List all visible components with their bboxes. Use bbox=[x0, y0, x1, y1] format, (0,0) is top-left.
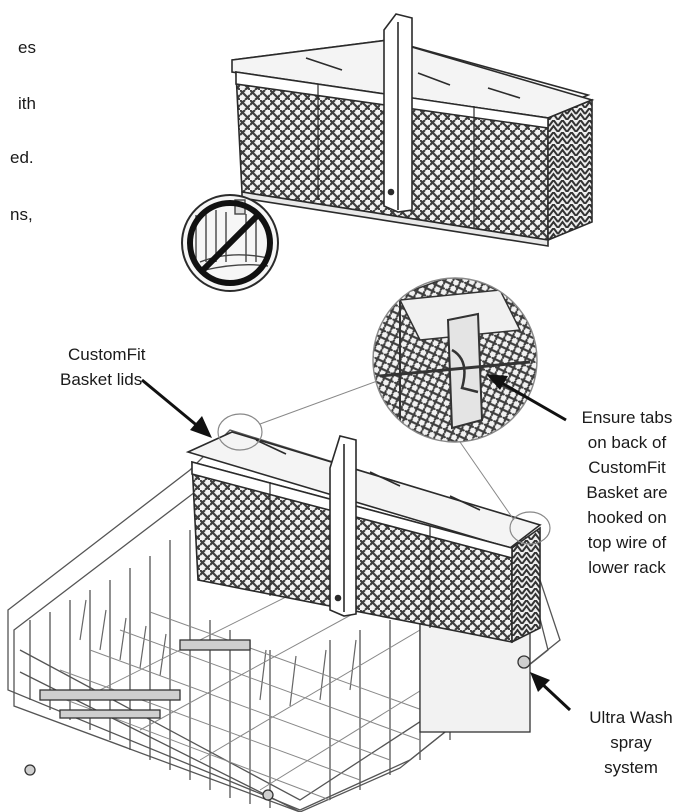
label-line: CustomFit bbox=[588, 458, 666, 477]
label-ensure-tabs: Ensure tabs on back of CustomFit Basket … bbox=[565, 405, 689, 580]
label-line: CustomFit bbox=[68, 345, 146, 364]
label-ultra-wash: Ultra Wash spray system bbox=[572, 705, 690, 780]
label-line: Basket are bbox=[586, 483, 668, 502]
arrow-icon bbox=[141, 374, 572, 712]
label-line: lower rack bbox=[588, 558, 666, 577]
fragment-2: ith bbox=[18, 94, 36, 113]
silverware-basket-top bbox=[231, 13, 595, 247]
tab-highlight-circle bbox=[509, 511, 551, 545]
label-line: system bbox=[604, 758, 658, 777]
no-symbol-icon bbox=[181, 194, 279, 292]
fragment-1: es bbox=[18, 38, 36, 57]
fragment-4: ns, bbox=[10, 205, 33, 224]
label-customfit-basket-lids: CustomFit Basket lids bbox=[60, 342, 145, 392]
tab-detail-zoom bbox=[372, 277, 538, 443]
fragment-3: ed. bbox=[10, 148, 34, 167]
label-line: on back of bbox=[587, 433, 667, 452]
silverware-basket-in-rack bbox=[185, 431, 542, 644]
label-line: spray bbox=[610, 733, 652, 752]
label-line: Ensure tabs bbox=[581, 408, 673, 427]
label-line: top wire of bbox=[587, 533, 667, 552]
label-line: Ultra Wash bbox=[589, 708, 673, 727]
label-line: Basket lids bbox=[60, 370, 143, 389]
label-line: hooked on bbox=[587, 508, 667, 527]
lid-highlight-circle bbox=[217, 413, 263, 451]
zoom-leader-lines bbox=[259, 379, 515, 521]
